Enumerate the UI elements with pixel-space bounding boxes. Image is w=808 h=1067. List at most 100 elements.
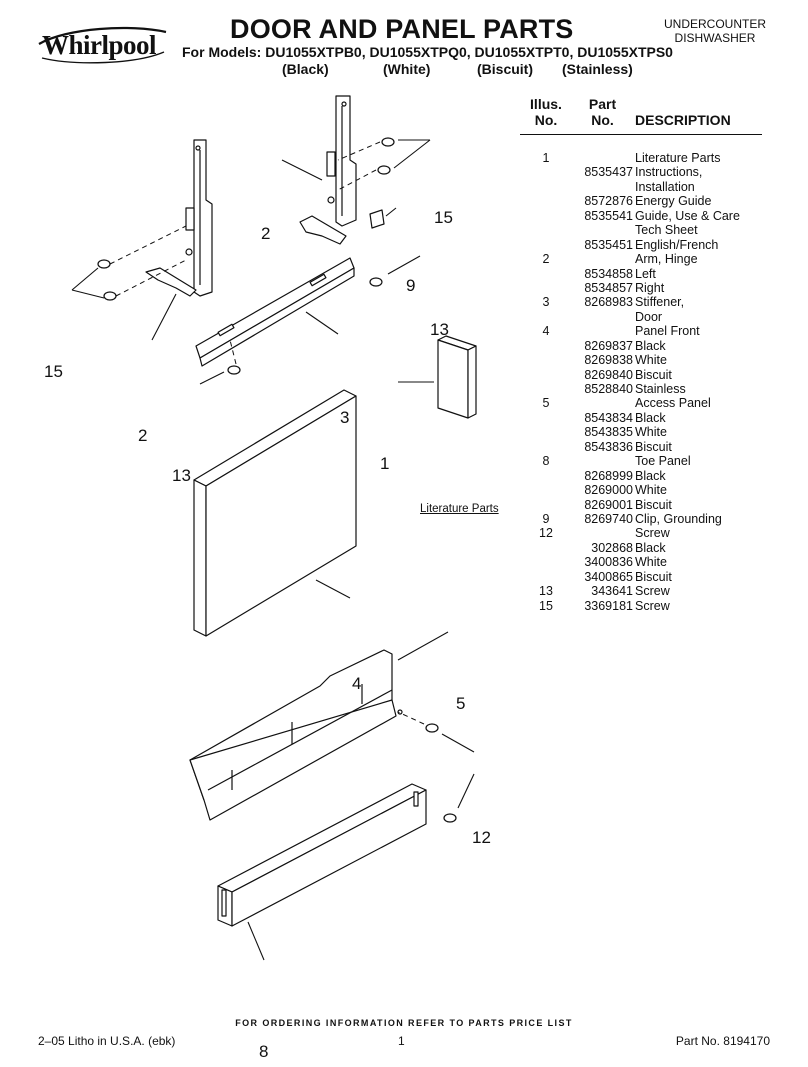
description-cell: Black xyxy=(635,338,666,353)
header-illus-no: Illus. No. xyxy=(520,96,572,128)
description-cell: Energy Guide xyxy=(635,194,712,209)
callout-2-top: 2 xyxy=(261,224,271,243)
hinge-arm-left xyxy=(145,139,213,297)
door-stiffener xyxy=(195,257,355,367)
part-no-cell: 8269000 xyxy=(584,483,633,498)
table-row: Tech Sheet xyxy=(520,223,762,237)
description-cell: Tech Sheet xyxy=(635,223,698,238)
product-line-2: DISHWASHER xyxy=(674,31,756,45)
part-no-cell: 8268983 xyxy=(584,295,633,310)
diagram-drawing xyxy=(71,95,477,961)
color-label-biscuit: (Biscuit) xyxy=(477,61,533,77)
description-cell: Clip, Grounding xyxy=(635,511,722,526)
description-cell: Screw xyxy=(635,598,670,613)
litho-info: 2–05 Litho in U.S.A. (ebk) xyxy=(38,1034,176,1048)
header-part-no: Part No. xyxy=(572,96,633,128)
ordering-notice: FOR ORDERING INFORMATION REFER TO PARTS … xyxy=(235,1018,573,1028)
description-cell: Biscuit xyxy=(635,439,672,454)
table-row: 8 Toe Panel xyxy=(520,454,762,468)
table-row: 12 Screw xyxy=(520,526,762,540)
callout-5: 5 xyxy=(456,694,466,713)
description-cell: Right xyxy=(635,280,665,295)
description-cell: Biscuit xyxy=(635,367,672,382)
description-cell: Left xyxy=(635,266,656,281)
description-cell: Biscuit xyxy=(635,569,672,584)
description-cell: Black xyxy=(635,540,666,555)
part-no-cell: 8534858 xyxy=(584,266,633,281)
part-no-cell: 8269838 xyxy=(584,353,633,368)
description-cell: Guide, Use & Care xyxy=(635,208,740,223)
part-number: Part No. 8194170 xyxy=(675,1034,770,1048)
header-part-line2: No. xyxy=(591,112,614,128)
logo-swoosh-icon xyxy=(38,26,167,64)
illus-no-cell: 8 xyxy=(542,454,550,469)
part-no-cell: 8528840 xyxy=(584,382,633,396)
callout-8: 8 xyxy=(259,1042,269,1061)
part-no-cell: 3400865 xyxy=(584,569,633,584)
page-number: 1 xyxy=(398,1034,405,1048)
callout-2-left: 2 xyxy=(138,426,148,445)
color-label-stainless: (Stainless) xyxy=(562,61,633,77)
callout-1: 1 xyxy=(380,454,390,473)
access-panel xyxy=(189,649,403,821)
header-description: DESCRIPTION xyxy=(635,112,731,128)
callout-15-top: 15 xyxy=(434,208,453,227)
header-illus-line2: No. xyxy=(534,112,558,128)
description-cell: Stainless xyxy=(635,382,686,396)
part-no-cell: 8543834 xyxy=(584,410,633,425)
description-cell: Installation xyxy=(635,179,695,194)
description-cell: White xyxy=(635,425,667,440)
literature-booklet xyxy=(437,335,477,419)
part-no-cell: 302868 xyxy=(591,540,633,555)
color-label-black: (Black) xyxy=(282,61,329,77)
front-panel xyxy=(193,389,357,637)
part-no-cell: 8572876 xyxy=(584,194,633,209)
literature-parts-label: Literature Parts xyxy=(420,503,499,515)
description-cell: Toe Panel xyxy=(635,454,691,469)
model-list: For Models: DU1055XTPB0, DU1055XTPQ0, DU… xyxy=(182,44,673,60)
illus-no-cell: 15 xyxy=(539,598,553,613)
illus-no-cell: 12 xyxy=(539,526,553,541)
part-no-cell: 8535541 xyxy=(584,208,633,223)
callout-12: 12 xyxy=(472,828,491,847)
screws xyxy=(97,137,457,823)
description-cell: Literature Parts xyxy=(635,151,721,165)
description-cell: White xyxy=(635,353,667,368)
table-row: Installation xyxy=(520,180,762,194)
callout-9: 9 xyxy=(406,276,416,295)
description-cell: Black xyxy=(635,468,666,483)
part-no-cell: 8269740 xyxy=(584,511,633,526)
part-no-cell: 8268999 xyxy=(584,468,633,483)
illus-no-cell: 2 xyxy=(542,252,550,267)
hinge-arm-right xyxy=(299,95,357,245)
description-cell: English/French xyxy=(635,237,719,252)
description-cell: White xyxy=(635,483,667,498)
part-no-cell: 8534857 xyxy=(584,280,633,295)
product-line-1: UNDERCOUNTER xyxy=(664,17,766,31)
illus-no-cell: 5 xyxy=(542,396,550,411)
illus-no-cell: 4 xyxy=(542,324,550,339)
description-cell: Screw xyxy=(635,526,670,541)
part-no-cell: 343641 xyxy=(591,584,633,599)
